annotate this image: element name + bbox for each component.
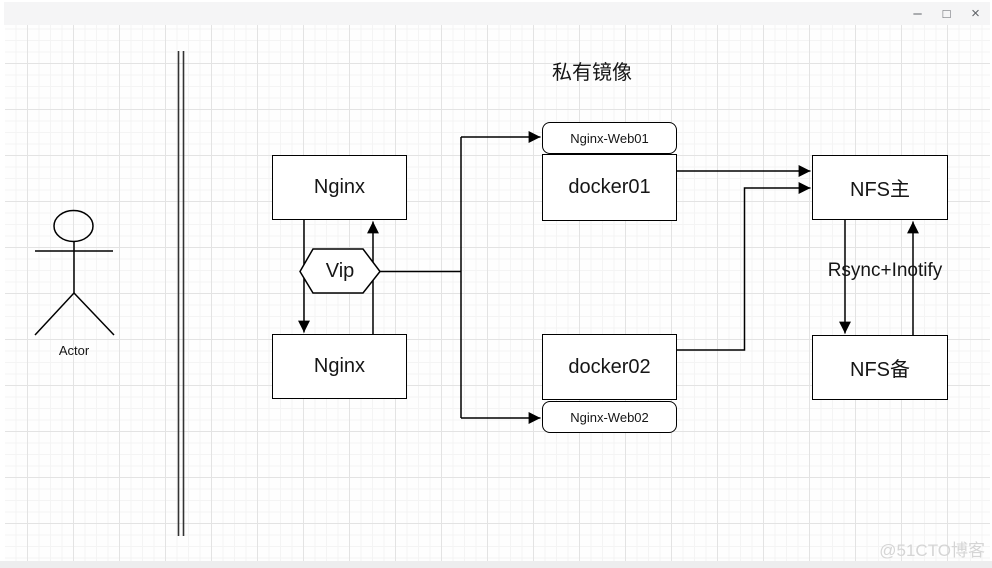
actor-figure[interactable] [34, 209, 115, 336]
diagram-canvas[interactable] [5, 25, 990, 561]
node-docker02[interactable]: docker02 [542, 334, 677, 400]
actor-label: Actor [58, 342, 90, 358]
minimize-icon[interactable]: – [913, 5, 922, 22]
edge-docker02-to-nfs-main[interactable] [677, 182, 811, 351]
node-nfs-main[interactable]: NFS主 [812, 155, 948, 220]
node-nginx-web01[interactable]: Nginx-Web01 [542, 122, 677, 154]
node-nginx-web02[interactable]: Nginx-Web02 [542, 401, 677, 433]
node-nginx-bottom[interactable]: Nginx [272, 334, 407, 399]
maximize-icon[interactable]: □ [942, 6, 951, 21]
close-icon[interactable]: × [971, 5, 980, 22]
rsync-inotify-label[interactable]: Rsync+Inotify [827, 260, 943, 281]
diagram-title[interactable]: 私有镜像 [552, 61, 632, 84]
vip-label[interactable]: Vip [325, 260, 355, 282]
watermark: @51CTO博客 [879, 540, 985, 560]
node-nginx-top[interactable]: Nginx [272, 155, 407, 220]
window-titlebar: – □ × [4, 2, 990, 25]
separator-double-line[interactable] [177, 51, 185, 536]
node-nfs-backup[interactable]: NFS备 [812, 335, 948, 400]
edge-vip-branch[interactable] [380, 137, 462, 418]
bottom-strip [0, 561, 992, 568]
node-docker01[interactable]: docker01 [542, 154, 677, 221]
